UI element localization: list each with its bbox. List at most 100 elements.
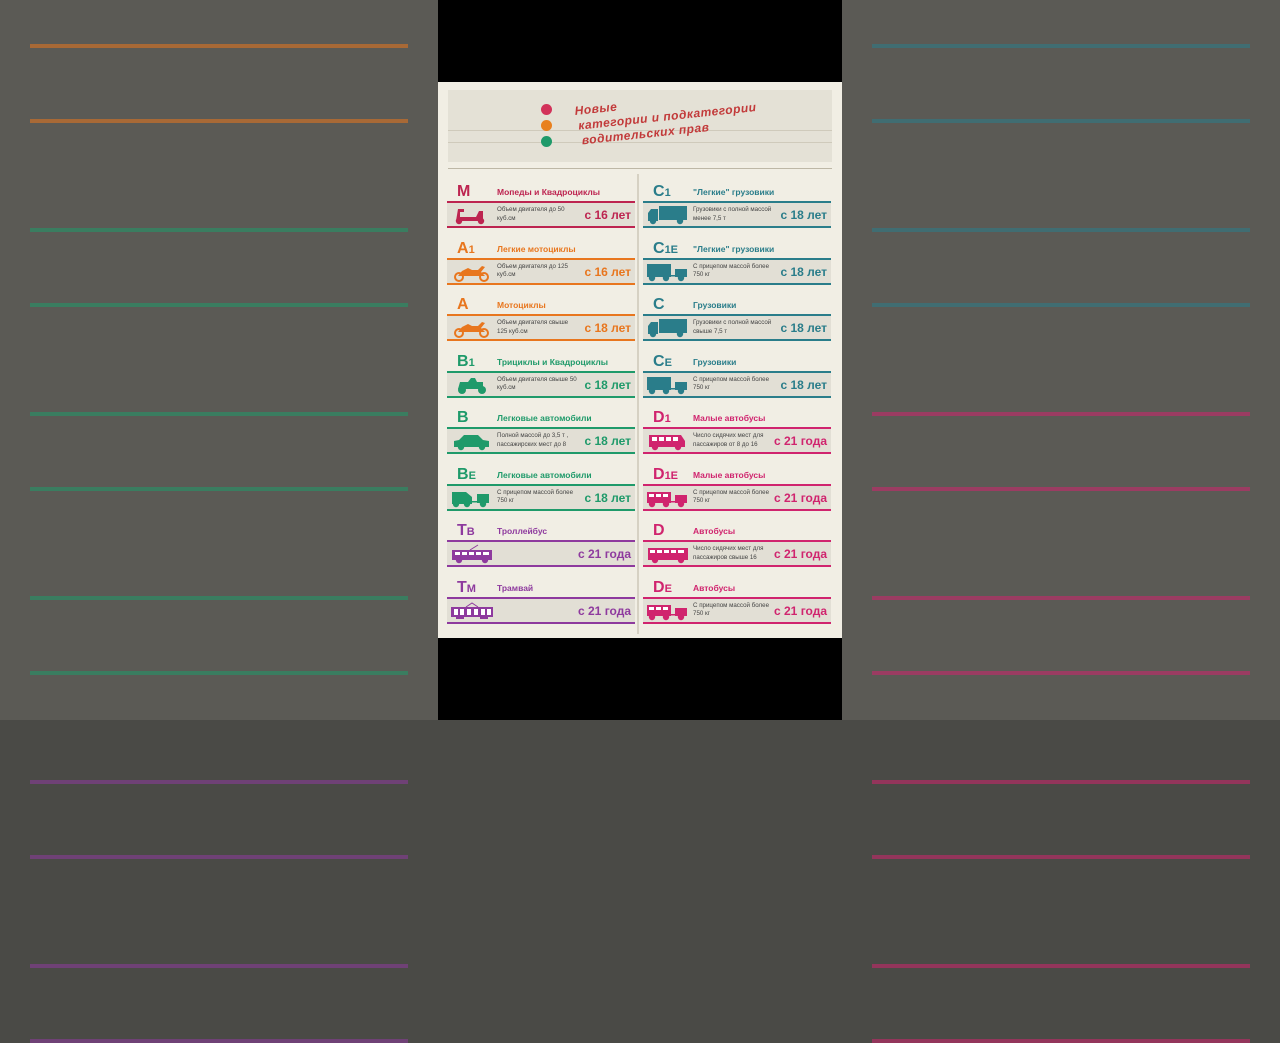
category-code: M <box>457 183 470 202</box>
code-letter: T <box>457 522 467 539</box>
background-stripe <box>872 119 1250 123</box>
background-stripe <box>30 412 408 416</box>
divider <box>643 282 831 285</box>
code-letter: M <box>457 183 471 200</box>
info-band <box>643 259 831 283</box>
background-stripe <box>30 487 408 491</box>
category-code: CE <box>653 353 672 372</box>
truck-trailer-icon <box>647 263 687 281</box>
code-sub: M <box>466 582 476 595</box>
divider <box>447 427 635 429</box>
code-sub: 1E <box>664 469 679 482</box>
code-sub: E <box>664 356 672 369</box>
divider <box>447 621 635 624</box>
category-code: BE <box>457 466 476 485</box>
blurred-background-right <box>842 0 1280 1043</box>
category-title: Грузовики <box>693 356 737 367</box>
minimum-age: с 18 лет <box>780 321 827 335</box>
category-description: Объем двигателя свыше 125 куб.см <box>497 319 569 335</box>
divider <box>447 201 635 203</box>
divider <box>643 395 831 398</box>
quad-bike-icon <box>458 377 486 394</box>
divider <box>447 370 635 373</box>
divider <box>447 565 635 567</box>
divider <box>643 314 831 316</box>
background-stripe <box>30 1039 408 1043</box>
divider <box>447 257 635 260</box>
code-sub: B <box>466 526 475 538</box>
divider <box>447 339 635 341</box>
minimum-age: с 18 лет <box>780 377 827 392</box>
divider <box>643 540 831 542</box>
code-letter: D <box>653 578 665 596</box>
category-code: B1 <box>457 353 475 372</box>
category-row-a: A Мотоциклы Объем двигателя свыше 125 ку… <box>447 295 635 352</box>
code-sub: 1E <box>664 243 679 256</box>
code-letter: C <box>653 183 665 200</box>
car-icon <box>454 435 489 451</box>
code-letter: D <box>653 522 665 539</box>
category-title: Малые автобусы <box>693 413 766 423</box>
divider <box>447 596 635 599</box>
info-band <box>447 203 635 226</box>
background-stripe <box>30 119 408 123</box>
category-row-tm: TM Трамвай с 21 года <box>447 578 635 635</box>
code-sub: E <box>468 469 476 482</box>
category-row-d1e: D1E Малые автобусы С прицепом массой бол… <box>643 465 831 522</box>
category-title: Грузовики <box>693 300 737 310</box>
motorcycle-icon <box>454 322 489 338</box>
bus-icon <box>648 548 688 564</box>
divider <box>643 226 831 228</box>
info-band <box>447 598 635 622</box>
minimum-age: с 18 лет <box>584 434 631 448</box>
category-row-b1: B1 Трициклы и Квадроциклы Объем двигател… <box>447 352 635 409</box>
category-row-c1: C1 "Легкие" грузовики Грузовики с полной… <box>643 182 831 239</box>
category-row-ce: CE Грузовики С прицепом массой более 750… <box>643 352 831 409</box>
minimum-age: с 21 года <box>578 547 631 561</box>
category-title: Легковые автомобили <box>497 469 592 480</box>
minimum-age: с 16 лет <box>584 264 631 279</box>
background-stripe <box>872 855 1250 859</box>
divider <box>447 282 635 285</box>
divider <box>643 339 831 341</box>
minibus-icon <box>649 435 685 451</box>
category-row-de: DE Автобусы С прицепом массой более 750 … <box>643 578 831 635</box>
category-title: Легкие мотоциклы <box>497 243 576 254</box>
header-banner: Новые категории и подкатегории водительс… <box>448 90 832 162</box>
divider <box>643 483 831 486</box>
category-title: Мотоциклы <box>497 300 546 310</box>
truck-trailer-icon <box>647 376 687 394</box>
truck-icon <box>648 206 687 225</box>
category-description: С прицепом массой более 750 кг <box>497 488 574 505</box>
category-row-tb: TB Троллейбус с 21 года <box>447 521 635 578</box>
category-description: Грузовики с полной массой свыше 7,5 т <box>693 319 772 335</box>
divider <box>447 395 635 398</box>
info-band <box>643 542 831 565</box>
category-description: Полной массой до 3,5 т , пассажирских ме… <box>497 432 569 448</box>
info-band <box>447 372 635 396</box>
minimum-age: с 21 года <box>578 603 631 618</box>
category-code: D1 <box>653 409 671 428</box>
background-stripe <box>872 780 1250 784</box>
category-code: D <box>653 522 665 541</box>
background-stripe <box>30 780 408 784</box>
infographic: Новые категории и подкатегории водительс… <box>438 82 842 638</box>
divider <box>643 201 831 203</box>
category-description: С прицепом массой более 750 кг <box>693 488 770 505</box>
category-row-b: B Легковые автомобили Полной массой до 3… <box>447 408 635 465</box>
code-letter: D <box>653 465 665 483</box>
category-description: Число сидячих мест для пассажиров свыше … <box>693 545 764 561</box>
category-code: DE <box>653 579 672 598</box>
divider <box>447 483 635 486</box>
divider <box>447 452 635 454</box>
category-code: C <box>653 296 665 315</box>
background-stripe <box>30 671 408 675</box>
divider <box>643 621 831 624</box>
minimum-age: с 21 года <box>774 434 827 448</box>
scooter-icon <box>455 209 485 225</box>
category-row-be: BE Легковые автомобили С прицепом массой… <box>447 465 635 522</box>
code-letter: C <box>653 296 665 313</box>
minimum-age: с 18 лет <box>780 208 827 222</box>
minimum-age: с 16 лет <box>584 208 631 222</box>
divider <box>643 508 831 511</box>
